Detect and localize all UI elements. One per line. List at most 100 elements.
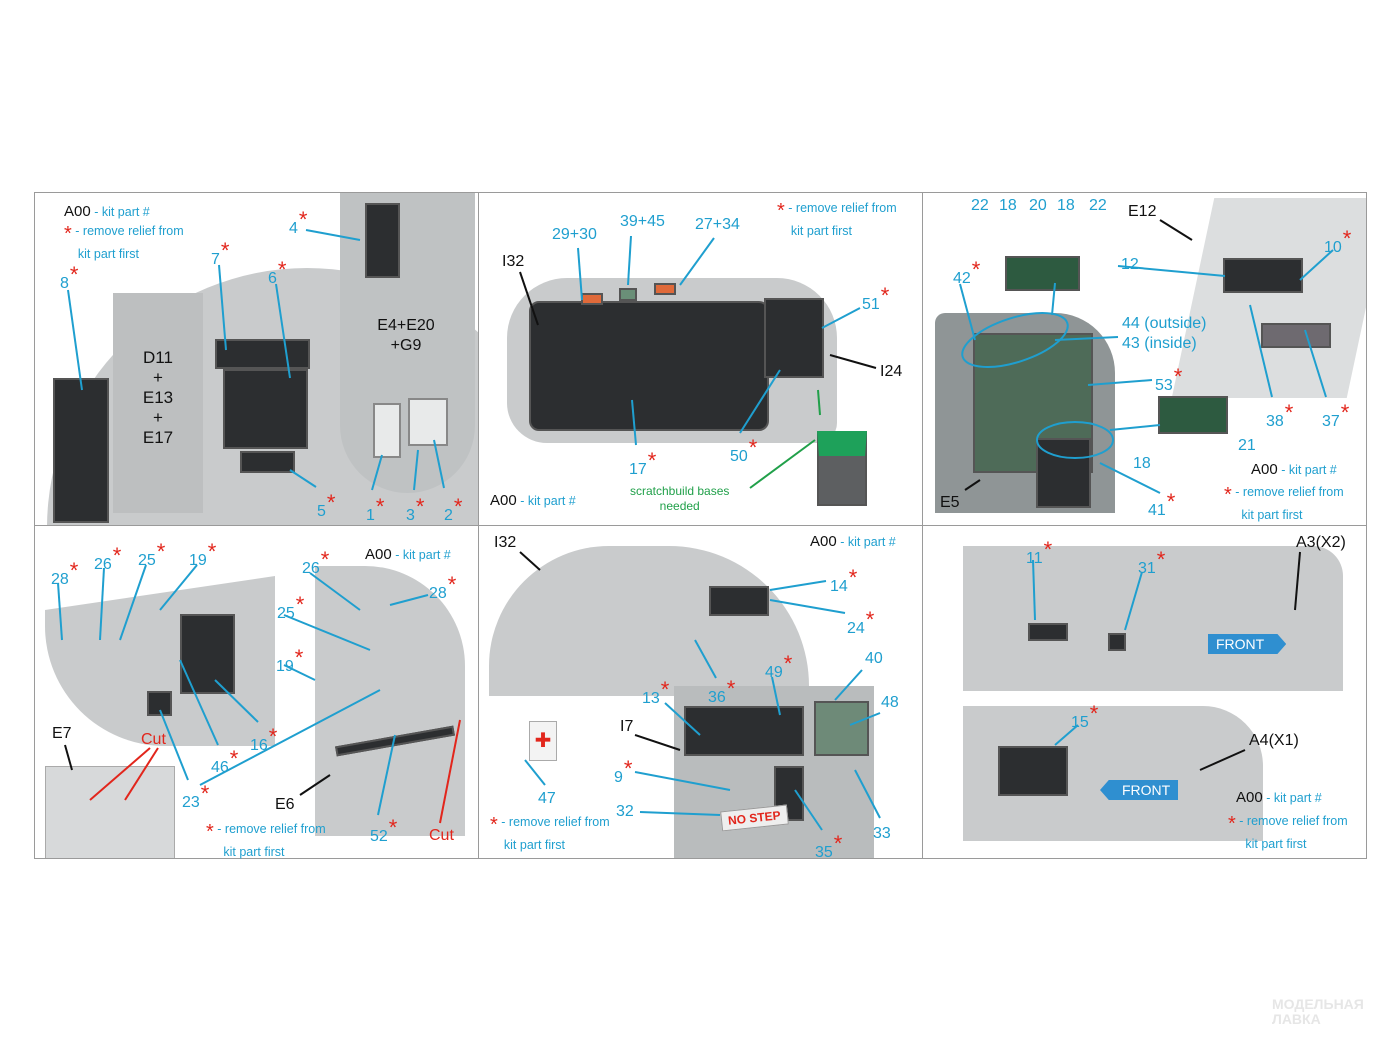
callout: 13 [642, 685, 668, 707]
callout: 12 [1121, 256, 1139, 273]
callout: 17 [629, 456, 655, 478]
panel-37 [1261, 323, 1331, 348]
panel-23 [147, 691, 172, 716]
main-instrument-panel [529, 301, 769, 431]
callout: 2 [444, 502, 461, 524]
cut-label: Cut [141, 731, 166, 748]
callout: 41 [1148, 497, 1174, 519]
wall-strip [340, 193, 475, 493]
callout: 49 [765, 659, 791, 681]
front-arrow: FRONT [1100, 780, 1179, 800]
callout: 28 [51, 566, 77, 588]
instrument-panel-1 [373, 403, 401, 458]
part-label: E6 [275, 796, 295, 813]
legend-relief: * - remove relief from kit part first [777, 200, 897, 238]
wall-e6 [315, 566, 465, 836]
scratchbuild-base [817, 431, 867, 506]
part-label: +G9 [390, 337, 422, 354]
pedestal-48 [814, 701, 869, 756]
wall-e7 [45, 576, 275, 746]
callout: 6 [268, 265, 285, 287]
legend-kit-part: A00 - kit part # [810, 533, 896, 550]
instrument-panel-7 [215, 339, 310, 369]
callout: 18 [1057, 197, 1075, 214]
legend-relief: * - remove relief from kit part first [490, 814, 610, 852]
legend-kit-part: A00 - kit part # [365, 546, 451, 563]
legend-relief: * - remove relief from kit part first [1224, 484, 1344, 522]
callout: 38 [1266, 408, 1292, 430]
callout: 50 [730, 443, 756, 465]
callout: 26 [94, 551, 120, 573]
first-aid-box: ✚ [529, 721, 557, 761]
legend-relief: * - remove relief from kit part first [206, 821, 326, 859]
panel-29-30 [581, 293, 603, 305]
callout: 22 [1089, 197, 1107, 214]
callout: 18 [1133, 455, 1151, 472]
callout: 52 [370, 823, 396, 845]
callout: 31 [1138, 555, 1164, 577]
callout: 43 (inside) [1122, 335, 1197, 352]
part-label: A4(X1) [1249, 732, 1299, 749]
callout: 42 [953, 265, 979, 287]
panel-31 [1108, 633, 1126, 651]
plus: + [153, 408, 163, 427]
callout: 25 [277, 600, 303, 622]
part-label: E5 [940, 494, 960, 511]
callout: 28 [429, 580, 455, 602]
callout: 40 [865, 650, 883, 667]
callout: 21 [1238, 437, 1256, 454]
callout: 46 [211, 754, 237, 776]
callout: 29+30 [552, 226, 597, 243]
front-arrow: FRONT [1208, 634, 1287, 654]
instrument-panel-4 [365, 203, 400, 278]
part-label: I7 [620, 718, 634, 735]
callout: 51 [862, 291, 888, 313]
callout: 9 [614, 764, 631, 786]
callout: 33 [873, 825, 891, 842]
instrument-panel-6 [223, 369, 308, 449]
part-label: E12 [1128, 203, 1157, 220]
part-label: E17 [142, 428, 174, 447]
legend-kit-part: A00 - kit part # [1251, 461, 1337, 478]
part-label: I24 [880, 363, 903, 380]
callout: 22 [971, 197, 989, 214]
cut-label: Cut [429, 827, 454, 844]
legend-relief: * - remove relief from kit part first [64, 223, 184, 261]
part-label: E7 [52, 725, 72, 742]
callout: 24 [847, 615, 873, 637]
panel-side-walls [34, 525, 479, 859]
instrument-panel-5 [240, 451, 295, 473]
callout: 37 [1322, 408, 1348, 430]
placard-bottom [1158, 396, 1228, 434]
callout: 47 [538, 790, 556, 807]
instrument-panel-2 [408, 398, 448, 446]
panel-instrument-panel [478, 192, 923, 526]
part-label: E4+E20 [377, 317, 435, 334]
panel-11 [1028, 623, 1068, 641]
part-label: I32 [494, 534, 517, 551]
callout: 15 [1071, 709, 1097, 731]
callout: 19 [276, 653, 302, 675]
callout: 35 [815, 839, 841, 861]
callout: 7 [211, 246, 228, 268]
callout: 39+45 [620, 213, 665, 230]
legend-kit-part: A00 - kit part # [490, 492, 576, 509]
instrument-panel-i24 [764, 298, 824, 378]
callout: 44 (outside) [1122, 315, 1207, 332]
callout: 25 [138, 547, 164, 569]
panel-side-wall-left [34, 192, 479, 526]
callout: 11 [1026, 545, 1051, 567]
panel-27-34 [654, 283, 676, 295]
callout: 1 [366, 502, 383, 524]
inset-photo [45, 766, 175, 858]
callout: 32 [616, 803, 634, 820]
placard-top [1005, 256, 1080, 291]
callout: 16 [250, 732, 276, 754]
callout: 14 [830, 573, 856, 595]
plus: + [153, 368, 163, 387]
part-label: A3(X2) [1296, 534, 1346, 551]
wall-e12 [1171, 198, 1366, 398]
panel-41 [1036, 438, 1091, 508]
